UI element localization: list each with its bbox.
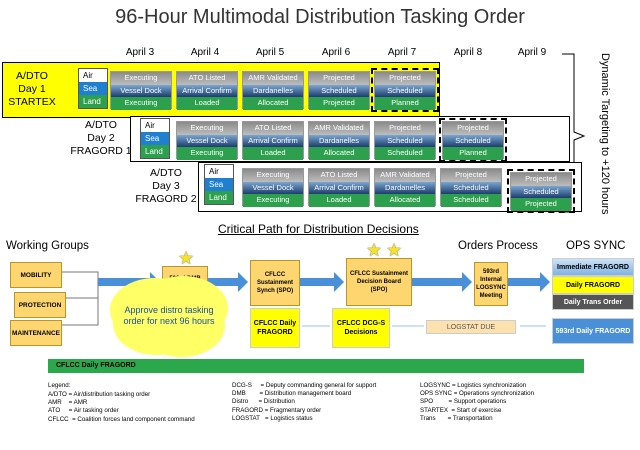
bracket [562, 53, 586, 213]
row-label-line: A/DTO [85, 119, 117, 131]
domain-air: Air [205, 165, 233, 178]
approval-cloud: Approve distro tasking order for next 96… [120, 280, 218, 352]
domain-land: Land [141, 145, 169, 158]
domain-stack: Air Sea Land [140, 118, 170, 159]
row-label-line: Day 1 [18, 83, 46, 95]
node-cflcc-daily-fragord: CFLCC Daily FRAGORD [250, 308, 300, 348]
date-label: April 6 [321, 47, 351, 58]
node-593rd-daily-fragord: 593rd Daily FRAGORD [552, 318, 634, 344]
section-orders-process: Orders Process [458, 240, 538, 252]
row-label-line: A/DTO [16, 70, 48, 82]
row-label-line: Day 2 [87, 132, 115, 144]
node-dcgs-decisions: CFLCC DCG-S Decisions [332, 308, 390, 348]
date-label: April 9 [517, 47, 547, 58]
node-logsync: 593rd Internal LOGSYNC Meeting [474, 262, 508, 306]
side-label: Dynamic Targeting to +120 hours [599, 53, 611, 215]
domain-sea: Sea [79, 82, 107, 95]
legend-title: Legend: [48, 382, 71, 389]
date-label: April 8 [453, 47, 483, 58]
green-fragord-bar: CFLCC Daily FRAGORD [48, 359, 584, 373]
star-icon: ★ [366, 240, 383, 260]
immediate-fragord: Immediate FRAGORD [552, 258, 634, 276]
date-label: April 3 [125, 47, 155, 58]
date-label: April 7 [387, 47, 417, 58]
node-sustainment-synch: CFLCC Sustainment Synch (SPO) [250, 260, 300, 306]
section-working-groups: Working Groups [6, 240, 89, 252]
working-group-box: PROTECTION [14, 292, 66, 318]
row-label-line: STARTEX [8, 96, 56, 108]
star-icon: ★ [386, 240, 403, 260]
page-title: 96-Hour Multimodal Distribution Tasking … [115, 6, 525, 28]
node-decision-board: CFLCC Sustainment Decision Board (SPO) [346, 258, 412, 306]
row-label-line: FRAGORD 1 [70, 145, 132, 157]
domain-air: Air [141, 119, 169, 132]
row-label-line: Day 3 [152, 180, 180, 192]
critical-path-title: Critical Path for Distribution Decisions [218, 222, 419, 236]
row-label-line: FRAGORD 2 [135, 193, 197, 205]
domain-land: Land [205, 191, 233, 204]
domain-sea: Sea [141, 132, 169, 145]
logstat-due-bar: LOGSTAT DUE [426, 320, 516, 334]
daily-fragord: Daily FRAGORD [552, 276, 634, 294]
row-label-line: A/DTO [150, 167, 182, 179]
star-icon: ★ [178, 248, 195, 268]
domain-land: Land [79, 95, 107, 108]
date-label: April 4 [190, 47, 220, 58]
working-group-box: MAINTENANCE [10, 320, 62, 346]
domain-stack: Air Sea Land [204, 164, 234, 205]
flow-arrows [62, 271, 550, 327]
legend-col: A/DTO = Air/distribution tasking order A… [48, 391, 195, 423]
domain-sea: Sea [205, 178, 233, 191]
daily-trans-order: Daily Trans Order [552, 294, 634, 310]
legend-col: LOGSYNC = Logistics synchronization OPS … [420, 382, 535, 422]
date-label: April 5 [255, 47, 285, 58]
legend-col: DCG-S = Deputy commanding general for su… [232, 382, 377, 422]
section-ops-sync: OPS SYNC [566, 240, 626, 252]
domain-air: Air [79, 69, 107, 82]
domain-stack: Air Sea Land [78, 68, 108, 109]
working-group-box: MOBILITY [10, 262, 62, 288]
